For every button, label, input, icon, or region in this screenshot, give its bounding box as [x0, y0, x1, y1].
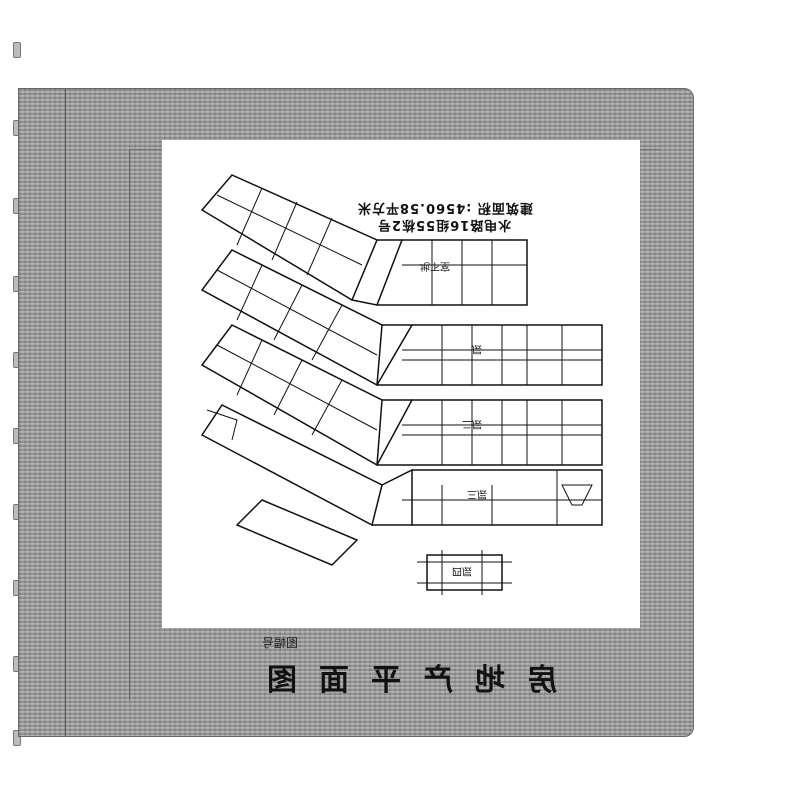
floor-label-4: 四层 — [452, 565, 472, 576]
floor-label-1: 一层 — [462, 343, 482, 354]
sheet-number-label: 图幅号 — [262, 636, 299, 650]
binding-line — [65, 89, 66, 736]
binding-hole — [13, 730, 21, 746]
plan-floor-4 — [235, 499, 512, 595]
plan-floor-1 — [200, 249, 603, 387]
document-title: 房地产平面图 — [245, 663, 557, 698]
plan-floor-3 — [200, 404, 603, 527]
building-area-note: 建筑面积 :4560.58平方米 — [357, 200, 533, 215]
address-note: 水电路16组55栋2号 — [377, 217, 512, 232]
plan-floor-2 — [200, 324, 603, 467]
floor-label-2: 二层 — [462, 418, 482, 429]
binding-hole — [13, 42, 21, 58]
floor-plan-sheet: 水电路16组55栋2号 建筑面积 :4560.58平方米 地下室 一层 二层 三… — [162, 140, 640, 628]
floor-label-3: 三层 — [467, 488, 487, 499]
plan-basement — [200, 174, 528, 306]
floor-label-basement: 地下室 — [420, 260, 450, 271]
floor-plan-drawing — [200, 174, 603, 595]
